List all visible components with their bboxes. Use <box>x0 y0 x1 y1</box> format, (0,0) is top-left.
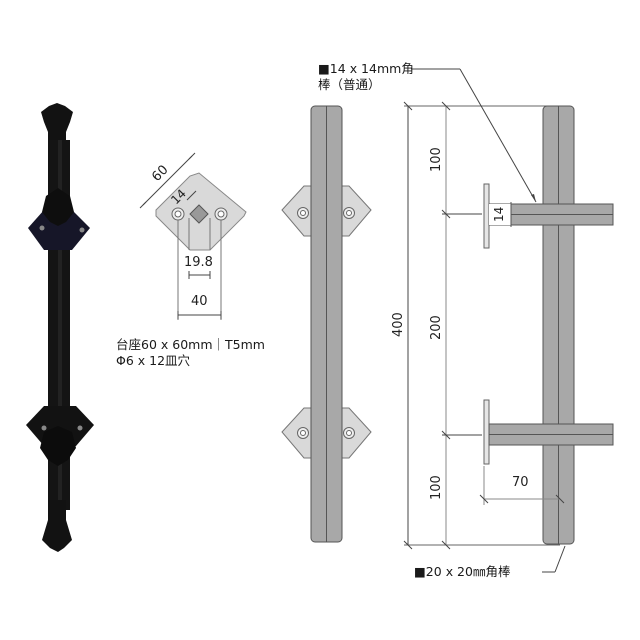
dim-bar-size: 14 <box>492 207 506 222</box>
callout-top-line1: ■14 x 14mm角 <box>318 61 414 76</box>
callout-top: ■14 x 14mm角 棒（普通） <box>318 61 414 93</box>
callout-bottom: ■20 x 20㎜角棒 <box>414 564 510 580</box>
callout-bottom-text: ■20 x 20㎜角棒 <box>414 564 511 579</box>
dim-bottom-offset: 100 <box>429 475 444 500</box>
dim-top-offset: 100 <box>429 147 444 172</box>
dim-plate-side: 60 <box>149 163 171 185</box>
callout-top-line2: 棒（普通） <box>318 77 381 92</box>
dim-projection: 70 <box>512 475 529 490</box>
spec-note-line1: 台座60 x 60mm｜T5mm <box>116 337 265 352</box>
dim-mount-spacing: 200 <box>429 315 444 340</box>
dim-total-length: 400 <box>391 312 406 337</box>
handle-photo <box>26 103 94 552</box>
side-view <box>403 68 614 573</box>
spec-note-line2: Φ6 x 12皿穴 <box>116 353 191 368</box>
dim-inner-width: 19.8 <box>184 255 213 270</box>
front-view <box>281 105 372 543</box>
base-plate-detail <box>139 152 247 320</box>
spec-note: 台座60 x 60mm｜T5mm Φ6 x 12皿穴 <box>116 337 265 369</box>
dim-hole-pitch: 40 <box>191 294 208 309</box>
